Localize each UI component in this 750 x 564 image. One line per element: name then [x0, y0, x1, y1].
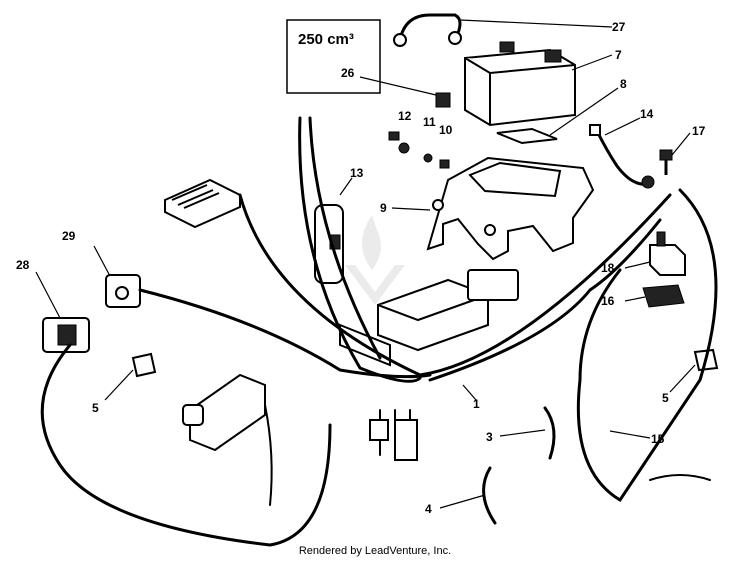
bolt-part [659, 149, 673, 175]
switch-28-part [42, 317, 90, 353]
callout-11: 11 [423, 115, 436, 129]
bolts-and-washers [388, 131, 450, 169]
battery-part [464, 41, 576, 127]
callout-15: 15 [651, 432, 665, 446]
watermark-logo [345, 215, 405, 305]
callout-14: 14 [640, 107, 654, 121]
callout-5-left: 5 [92, 401, 99, 415]
footer-credit: Rendered by LeadVenture, Inc. [298, 545, 452, 557]
clamp-3-part [543, 406, 556, 460]
callout-3: 3 [486, 430, 493, 444]
regulator-part [164, 178, 241, 229]
battery-cable-part [589, 124, 655, 189]
callout-10: 10 [439, 123, 453, 137]
main-wiring-harness [40, 116, 718, 547]
callout-28: 28 [16, 258, 30, 272]
battery-strap-part [393, 13, 462, 47]
leader-lines [35, 19, 696, 509]
fuse-part [435, 92, 451, 108]
relay-cover-part [642, 284, 685, 308]
callout-1: 1 [473, 397, 480, 411]
callout-4: 4 [425, 502, 432, 516]
callout-5-right: 5 [662, 391, 669, 405]
model-box [286, 19, 381, 94]
callout-labels: 27 7 26 8 12 11 10 14 17 13 9 29 28 18 1… [16, 20, 706, 516]
callout-13: 13 [350, 166, 364, 180]
clamp-4-part [482, 466, 497, 525]
callout-16: 16 [601, 294, 615, 308]
callout-17: 17 [692, 124, 706, 138]
callout-18: 18 [601, 261, 615, 275]
callout-12: 12 [398, 109, 412, 123]
callout-9: 9 [380, 201, 387, 215]
callout-8: 8 [620, 77, 627, 91]
ignition-coil-part [182, 373, 266, 452]
connector-29-part [105, 274, 141, 308]
box-title: 250 cm³ [298, 31, 354, 48]
callout-29: 29 [62, 229, 76, 243]
callout-27: 27 [612, 20, 626, 34]
capacitor-part [314, 204, 344, 284]
clip-left-part [131, 352, 157, 378]
battery-pad-part [496, 127, 558, 145]
battery-tray-part [426, 156, 595, 261]
callout-7: 7 [615, 48, 622, 62]
relay-part [649, 231, 686, 276]
callout-26: 26 [341, 66, 355, 80]
